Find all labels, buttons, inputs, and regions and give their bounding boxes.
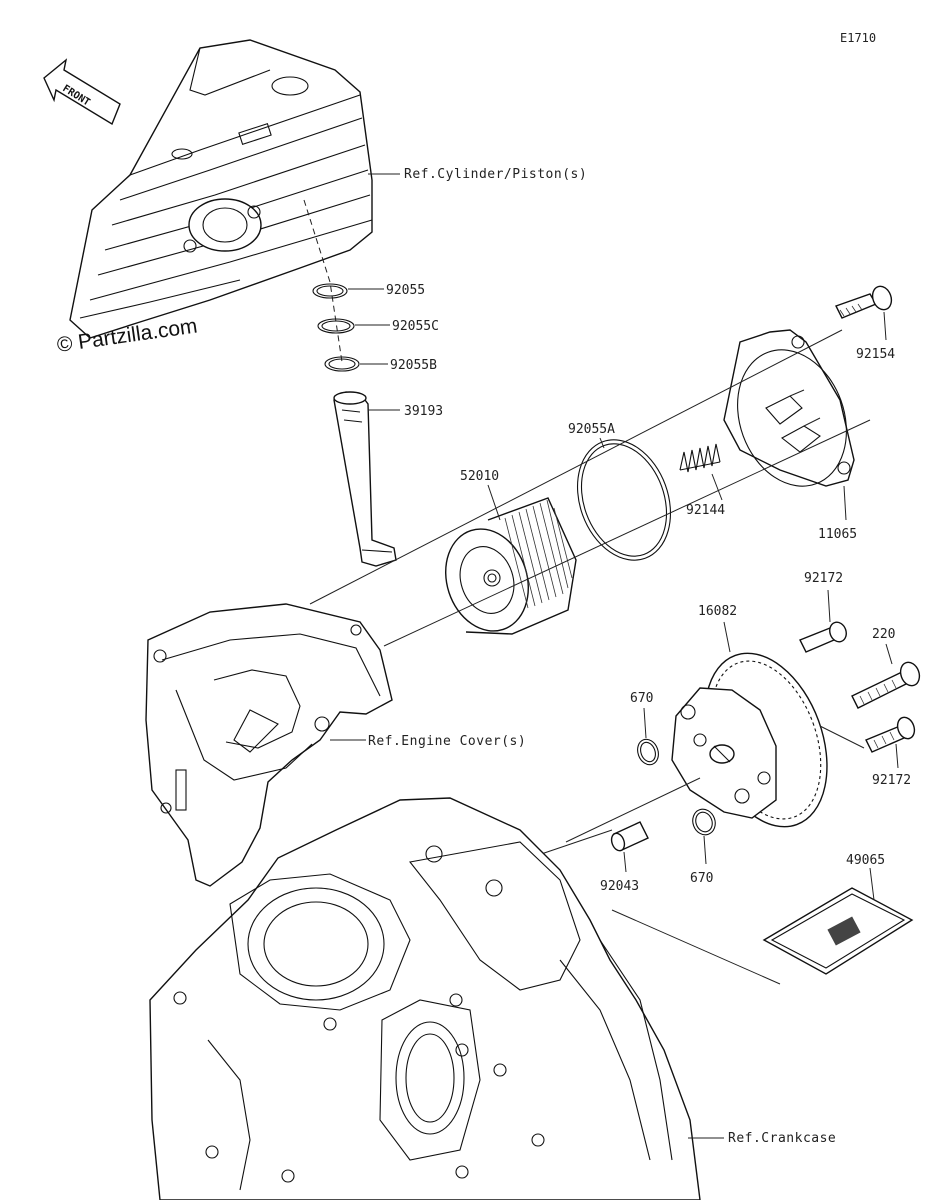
axis-line-pump <box>565 777 701 843</box>
bolt-92172-bottom <box>865 716 916 753</box>
o-ring-92055b <box>324 356 360 372</box>
diagram-code: E1710 <box>840 31 876 45</box>
front-arrow-icon: FRONT <box>43 58 121 126</box>
label-670-bottom: 670 <box>690 871 713 886</box>
leader-92172-bottom <box>895 743 899 769</box>
label-92172-top: 92172 <box>804 571 843 586</box>
axis-line-filter <box>383 419 871 647</box>
label-92055c: 92055C <box>392 319 439 334</box>
engine-cover-illustration <box>145 603 393 887</box>
label-92055: 92055 <box>386 283 425 298</box>
leader-92172-top <box>827 589 831 623</box>
leader-670-left <box>643 707 647 739</box>
label-92055a: 92055A <box>568 422 615 437</box>
leader-92055a <box>599 437 605 449</box>
oil-pipe-39193 <box>333 391 397 567</box>
bolt-220 <box>851 661 921 709</box>
bolt-92154 <box>835 285 893 319</box>
leader-52010 <box>487 484 501 521</box>
crankcase-illustration <box>149 797 701 1200</box>
label-52010: 52010 <box>460 469 499 484</box>
cylinder-illustration <box>69 39 373 339</box>
label-92055b: 92055B <box>390 358 437 373</box>
leader-11065 <box>843 485 847 521</box>
leader-16082 <box>723 621 731 653</box>
oil-pump-gear-16082 <box>671 652 828 828</box>
bolt-92172-top <box>799 621 847 653</box>
label-16082: 16082 <box>698 604 737 619</box>
label-49065: 49065 <box>846 853 885 868</box>
leader-220 <box>885 643 893 665</box>
label-92144: 92144 <box>686 503 725 518</box>
axis-line-screen <box>611 909 781 985</box>
leader-92043 <box>623 851 627 873</box>
label-92172-bottom: 92172 <box>872 773 911 788</box>
leader-92154 <box>883 311 887 341</box>
filter-cover-11065 <box>723 329 855 487</box>
label-92043: 92043 <box>600 879 639 894</box>
ref-crankcase-label: Ref.Crankcase <box>728 1131 836 1146</box>
o-ring-670-bottom <box>692 808 716 836</box>
label-220: 220 <box>872 627 895 642</box>
label-39193: 39193 <box>404 404 443 419</box>
leader-49065 <box>869 867 875 901</box>
o-ring-670-left <box>637 738 659 766</box>
axis-line-upper <box>309 329 843 605</box>
dowel-centerline <box>303 199 343 363</box>
oil-filter-52010 <box>445 497 577 635</box>
oil-screen-49065 <box>762 887 914 975</box>
o-ring-92055 <box>312 283 348 299</box>
leader-670-bottom <box>703 835 707 865</box>
leader-92144 <box>711 473 723 501</box>
label-92154: 92154 <box>856 347 895 362</box>
ref-cylinder-label: Ref.Cylinder/Piston(s) <box>404 167 587 182</box>
ref-engine-cover-label: Ref.Engine Cover(s) <box>368 734 526 749</box>
spring-92144 <box>679 443 721 473</box>
label-670-left: 670 <box>630 691 653 706</box>
o-ring-92055c <box>317 318 355 334</box>
leader-bolt-220-axis <box>819 725 865 749</box>
label-11065: 11065 <box>818 527 857 542</box>
dowel-pin-92043 <box>610 821 649 852</box>
o-ring-92055a <box>576 439 672 561</box>
